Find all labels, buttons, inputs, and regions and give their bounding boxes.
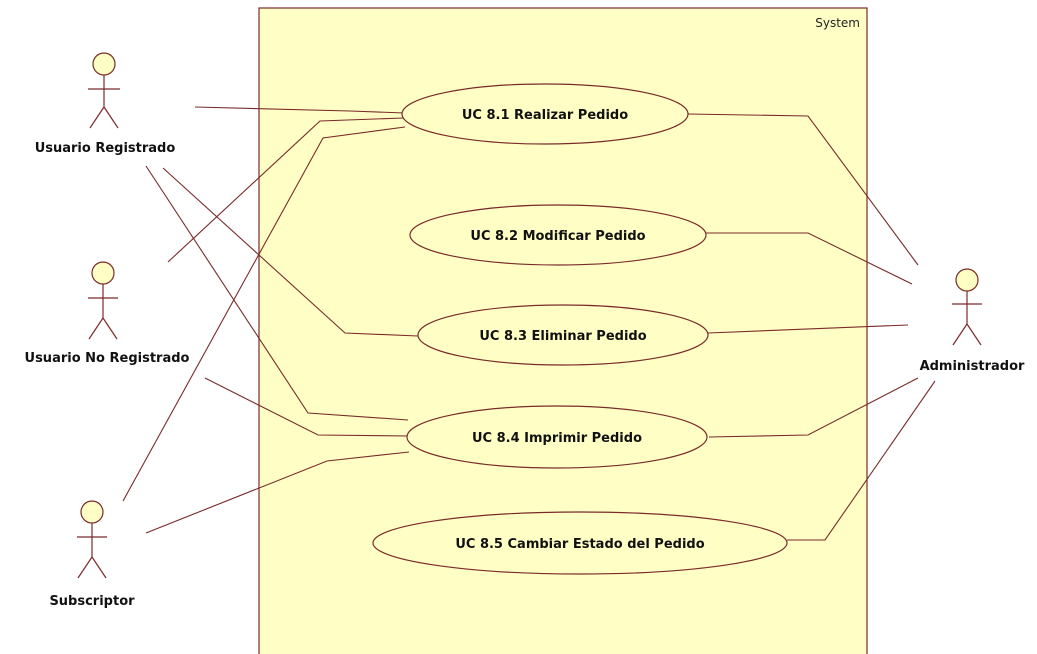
association-usuario-no-registrado-uc81: [167, 117, 404, 263]
use-case-uc84-shape[interactable]: [406, 405, 708, 469]
actor-usuario-registrado[interactable]: Usuario Registrado: [35, 52, 176, 156]
actor-subscriptor[interactable]: Subscriptor: [49, 500, 135, 609]
association-usuario-registrado-uc83: [162, 167, 419, 337]
association-administrador-uc85: [787, 380, 936, 541]
use-case-uc81-shape[interactable]: [401, 83, 689, 145]
association-administrador-uc81: [687, 113, 919, 266]
actor-subscriptor-label: Subscriptor: [49, 594, 135, 609]
actor-subscriptor-right-leg: [91, 556, 107, 579]
use-case-uc82[interactable]: UC 8.2 Modificar Pedido: [409, 204, 707, 266]
actor-administrador[interactable]: Administrador: [920, 268, 1025, 374]
association-usuario-registrado-uc81: [194, 106, 406, 114]
use-case-uc82-shape[interactable]: [409, 204, 707, 266]
use-case-uc84[interactable]: UC 8.4 Imprimir Pedido: [406, 405, 708, 469]
use-case-uc82-label: UC 8.2 Modificar Pedido: [470, 229, 645, 244]
use-case-uc83-shape[interactable]: [417, 304, 709, 366]
associations: [122, 106, 936, 541]
association-usuario-registrado-uc84: [145, 165, 409, 421]
actor-usuario-registrado-label: Usuario Registrado: [35, 141, 176, 156]
use-case-uc84-label: UC 8.4 Imprimir Pedido: [472, 431, 642, 446]
actor-administrador-right-leg: [966, 323, 982, 346]
system-label: System: [815, 16, 860, 30]
use-case-uc83-label: UC 8.3 Eliminar Pedido: [479, 329, 646, 344]
actor-usuario-no-registrado-head: [91, 261, 115, 285]
actor-usuario-registrado-right-leg: [103, 106, 119, 129]
actor-administrador-head: [955, 268, 979, 292]
actors: Usuario Registrado Usuario No Registrado…: [25, 52, 1025, 609]
use-case-uc81[interactable]: UC 8.1 Realizar Pedido: [401, 83, 689, 145]
actor-administrador-left-leg: [952, 323, 968, 346]
use-case-uc81-label: UC 8.1 Realizar Pedido: [462, 108, 628, 123]
association-usuario-no-registrado-uc84: [204, 377, 411, 437]
actor-usuario-no-registrado-right-leg: [102, 317, 118, 340]
actor-subscriptor-head: [80, 500, 104, 524]
actor-usuario-no-registrado-left-leg: [88, 317, 104, 340]
use-case-uc85[interactable]: UC 8.5 Cambiar Estado del Pedido: [372, 511, 788, 575]
actor-usuario-no-registrado[interactable]: Usuario No Registrado: [25, 261, 190, 366]
actor-usuario-registrado-head: [92, 52, 116, 76]
actor-usuario-registrado-left-leg: [89, 106, 105, 129]
actor-subscriptor-left-leg: [77, 556, 93, 579]
association-administrador-uc82: [706, 232, 913, 285]
association-subscriptor-uc84: [145, 451, 410, 534]
association-administrador-uc83: [707, 324, 909, 334]
actor-administrador-label: Administrador: [920, 359, 1025, 374]
use-case-uc83[interactable]: UC 8.3 Eliminar Pedido: [417, 304, 709, 366]
actor-usuario-no-registrado-label: Usuario No Registrado: [25, 351, 190, 366]
association-administrador-uc84: [708, 377, 919, 438]
association-subscriptor-uc81: [122, 126, 406, 502]
use-cases: UC 8.1 Realizar Pedido UC 8.2 Modificar …: [372, 83, 788, 575]
use-case-uc85-shape[interactable]: [372, 511, 788, 575]
use-case-uc85-label: UC 8.5 Cambiar Estado del Pedido: [455, 537, 704, 552]
